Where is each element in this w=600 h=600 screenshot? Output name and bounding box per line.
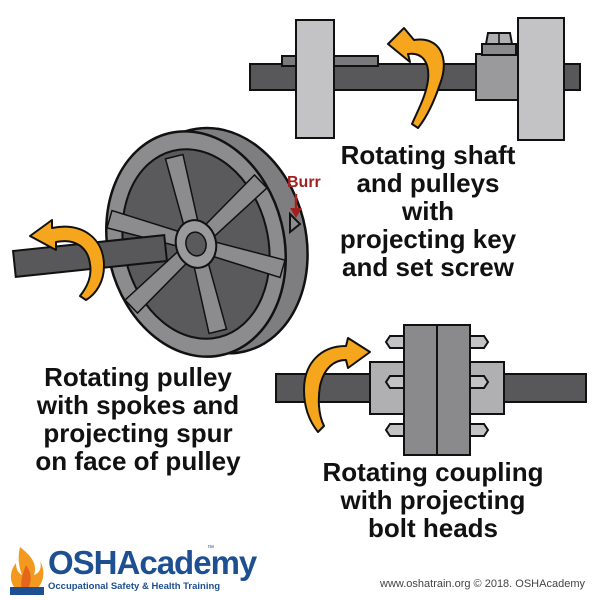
spoked-pulley-assembly xyxy=(11,126,309,358)
rotation-arrow-icon xyxy=(387,27,445,129)
right-flange xyxy=(436,324,471,456)
coupling-assembly xyxy=(275,324,587,456)
collar-block xyxy=(475,53,521,101)
burr-label: Burr xyxy=(287,174,321,191)
logo-osh: OSH xyxy=(48,544,118,581)
right-pulley xyxy=(517,17,565,141)
left-pulley xyxy=(295,19,335,139)
logo-flame-icon xyxy=(10,547,44,595)
shaft-pulley-assembly xyxy=(249,17,581,141)
bolt-heads xyxy=(384,335,490,437)
logo-tagline: Occupational Safety & Health Training xyxy=(48,581,221,592)
rotation-arrow-icon xyxy=(29,219,105,301)
pulley-spokes xyxy=(106,153,286,335)
pulley-wheel xyxy=(105,126,309,358)
rotation-arrow-icon xyxy=(303,337,371,433)
logo-trademark: ™ xyxy=(207,545,214,552)
shaft-caption: Rotating shaft and pulleys with projecti… xyxy=(339,140,517,282)
set-screw xyxy=(481,32,517,56)
oshacademy-logo: OSHAcademy ™ Occupational Safety & Healt… xyxy=(8,543,257,597)
coupling-caption: Rotating coupling with projecting bolt h… xyxy=(322,457,544,543)
copyright-credit: www.oshatrain.org © 2018. OSHAcademy xyxy=(380,578,585,590)
burr-spur xyxy=(289,211,302,235)
burr-arrow-icon xyxy=(290,194,302,218)
logo-wordmark: OSHAcademy xyxy=(48,543,258,583)
pulley-caption: Rotating pulley with spokes and projecti… xyxy=(35,362,241,476)
logo-academy: Academy xyxy=(116,544,258,581)
left-flange xyxy=(403,324,438,456)
